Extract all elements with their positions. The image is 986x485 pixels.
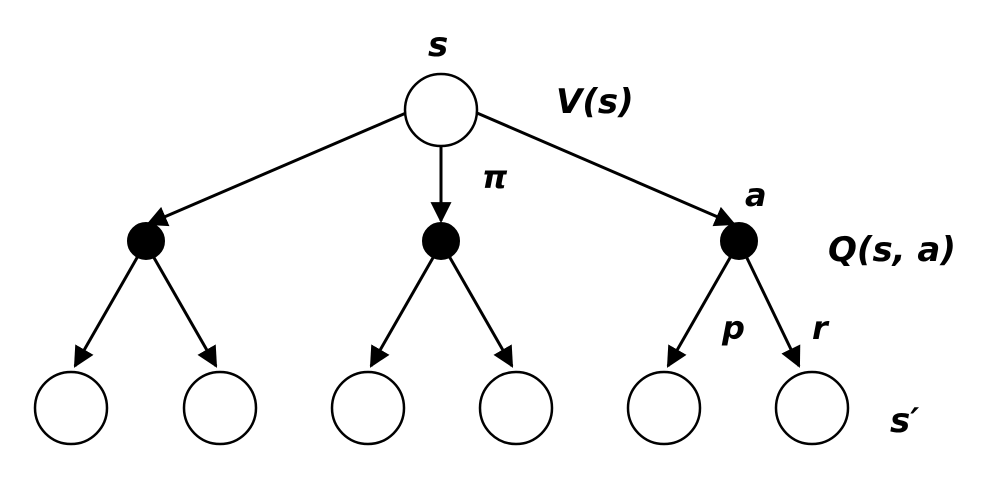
edge-a2-s3 (369, 255, 436, 368)
edge-a2-s4 (447, 255, 514, 368)
edge-a1-s2 (151, 255, 218, 368)
next-state-node-3 (330, 370, 406, 446)
policy-label: π (482, 158, 508, 196)
q-function-label: Q(s, a) (828, 230, 956, 270)
next-state-node-2 (182, 370, 258, 446)
reward-label: r (812, 309, 830, 347)
edge-root-action-1 (146, 111, 407, 227)
root-state-node (403, 72, 479, 148)
action-node-3 (720, 222, 758, 260)
edge-a1-s1 (73, 255, 140, 368)
next-state-node-1 (33, 370, 109, 446)
edge-root-action-3 (476, 111, 736, 227)
value-function-label: V(s) (556, 82, 634, 122)
next-state-label: s′ (890, 401, 919, 441)
edge-a3-s5 (666, 255, 733, 368)
next-state-node-5 (626, 370, 702, 446)
action-label: a (745, 176, 767, 214)
next-state-node-4 (478, 370, 554, 446)
root-state-label: s (428, 25, 448, 65)
edge-a3-s6 (744, 255, 801, 368)
transition-label: p (721, 309, 745, 347)
next-state-node-6 (774, 370, 850, 446)
action-node-1 (127, 222, 165, 260)
action-node-2 (422, 222, 460, 260)
